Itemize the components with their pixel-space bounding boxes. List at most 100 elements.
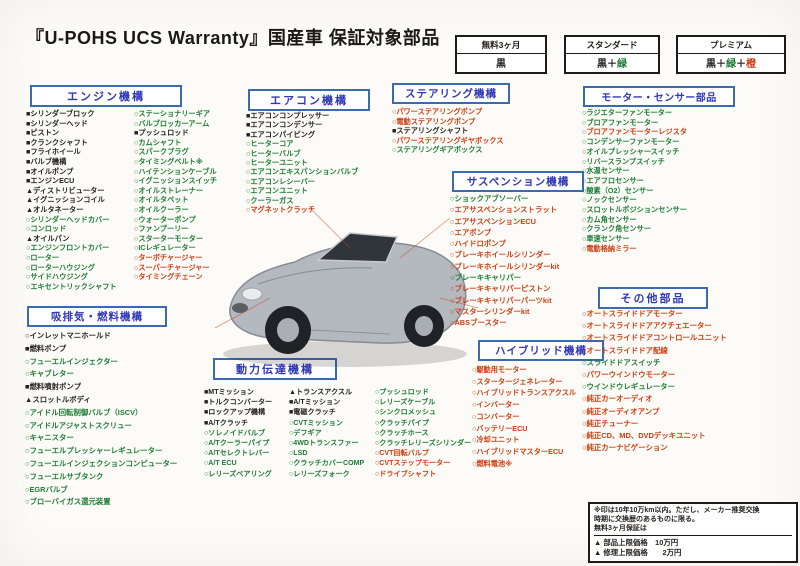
part-item: ○インバーター <box>472 400 520 410</box>
part-item: ▲オイルパン <box>26 233 70 243</box>
part-item: ■エンジンECU <box>26 176 75 186</box>
part-item: ○車速センサー <box>582 234 630 244</box>
part-item: ○ショックアブソーバー <box>450 194 529 203</box>
note-text: ※印は10年10万km以内。ただし、メーカー推奨交換時期に交換歴のあるものに限る… <box>594 507 792 533</box>
part-item: ○ターボチャージャー <box>134 252 203 262</box>
part-item: ○クランク角センサー <box>582 224 652 234</box>
part-item: ○ハイテンションケーブル <box>134 166 217 176</box>
note-limits: ▲ 部品上限価格 10万円▲ 修理上限価格 2万円 <box>594 535 792 558</box>
engine-parts-column-1: ■シリンダーブロック■シリンダーヘッド■ピストン■クランクシャフト■フライホイー… <box>26 109 117 291</box>
legend-value-part: 黒 <box>496 59 506 70</box>
part-item: ■エアコンコンデンサー <box>246 120 323 130</box>
part-item: ○ウインドウレギュレーター <box>582 382 676 392</box>
part-item: ○A/T ECU <box>204 459 237 468</box>
part-item: ○アイドル回転制御バルブ（ISCV） <box>25 407 143 417</box>
legend-value: 黒＋緑 <box>566 54 658 72</box>
part-item: ■オイルポンプ <box>26 166 74 176</box>
part-item: ○純正CD、MD、DVDデッキユニット <box>582 431 706 441</box>
transmission-parts-column-2: ▲トランスアクスル■A/Tミッション■電磁クラッチ○CVTミッション○デフギア○… <box>289 387 364 479</box>
part-item: ○フューエルインジェクションコンピューター <box>25 458 178 468</box>
part-item: ○キャニスター <box>25 433 74 443</box>
part-item: ○ICレギュレーター <box>134 243 196 253</box>
part-item: ○シリンダーヘッドカバー <box>26 214 110 224</box>
part-item: ○電動格納ミラー <box>582 243 637 253</box>
part-item: ○オートスライドドアコントロールユニット <box>582 333 727 343</box>
part-item: ○エアコンエキスパンションバルブ <box>246 167 359 177</box>
part-item: ○オイルストレーナー <box>134 185 204 195</box>
part-item: ○スロットルポジションセンサー <box>582 205 687 215</box>
part-item: ○フューエルサブタンク <box>25 471 104 481</box>
part-item: ○クラッチカバーCOMP <box>289 459 365 468</box>
part-item: ○オイルプレッシャースイッチ <box>582 146 680 156</box>
part-item: ○酸素（O2）センサー <box>582 185 654 195</box>
part-item: ■A/Tクラッチ <box>204 418 249 427</box>
engine-parts-column-2: ○ステーショナリーギア○バルブロッカーアーム■プッシュロッド○カムシャフト○スパ… <box>134 109 217 282</box>
part-item: ○カムシャフト <box>134 137 182 147</box>
part-item: ○オイルクーラー <box>134 204 189 214</box>
legend-value-part: 黒 <box>706 59 716 70</box>
motor-sensor-parts-list: ○ラジエターファンモーター○ブロアファンモーター○ブロアファンモーターレジスタ○… <box>582 108 687 254</box>
legend-label: スタンダード <box>566 37 658 54</box>
part-item: ▲イグニッションコイル <box>26 195 105 205</box>
part-item: ○オートスライドドア配線 <box>582 345 668 355</box>
part-item: ○純正カーナビゲーション <box>582 443 668 453</box>
other-parts-list: ○オートスライドドアモーター ○オートスライドドアアクチェエーター ○オートスライド… <box>582 308 727 454</box>
part-item: ○ウォーターポンプ <box>134 214 196 224</box>
suspension-parts-list: ○ショックアブソーバー○エアサスペンションストラット○エアサスペンションECU○… <box>450 193 559 329</box>
aircon-parts-list: ■エアコンコンプレッサー■エアコンコンデンサー■エアコンパイピング○ヒーターコア… <box>246 111 358 214</box>
note-box: ※印は10年10万km以内。ただし、メーカー推奨交換時期に交換歴のあるものに限る… <box>588 502 798 564</box>
part-item: ○ヒーターコア <box>246 139 294 149</box>
part-item: ○リバースランプスイッチ <box>582 156 665 166</box>
part-item: ○オートスライドドアアクチェエーター <box>582 321 712 331</box>
part-item: ○バルブロッカーアーム <box>134 118 210 128</box>
part-item: ○ハイブリッドトランスアクスル <box>472 388 577 398</box>
transmission-parts-column-3: ○プッシュロッド○レリーズケーブル○シンクロメッシュ○クラッチパイプ○クラッチホ… <box>375 387 471 479</box>
part-item: ○カム角センサー <box>582 214 637 224</box>
part-item: ○燃料電池※ <box>472 458 513 468</box>
transmission-parts-column-1: ■MTミッション■トルクコンバーター■ロックアップ機構■A/Tクラッチ○ソレノイ… <box>204 387 272 479</box>
part-item: ○フューエルプレッシャーレギュレーター <box>25 446 163 456</box>
part-item: ○ノックセンサー <box>582 195 637 205</box>
part-item: ○ブレーキホイールシリンダー <box>450 250 551 260</box>
part-item: ■電磁クラッチ <box>289 408 336 417</box>
part-item: ○クーラーガス <box>246 195 294 205</box>
car-photo <box>214 207 479 367</box>
section-title-aircon: エアコン機構 <box>248 89 370 111</box>
part-item: ○スパークプラグ <box>134 147 189 157</box>
part-item: ○EGRバルブ <box>25 484 68 494</box>
part-item: ○パワーウインドウモーター <box>582 370 676 380</box>
part-item: ○クラッチレリーズシリンダー <box>375 439 472 448</box>
steering-parts-list: ○パワーステアリングポンプ○電動ステアリングポンプ■ステアリングシャフト○パワー… <box>392 107 504 155</box>
part-item: ○オートスライドドアモーター <box>582 309 683 318</box>
part-item: ○シンクロメッシュ <box>375 408 437 417</box>
part-item: ○ブローバイガス還元装置 <box>25 497 111 507</box>
legend-value: 黒＋緑＋橙 <box>678 54 784 72</box>
part-item: ○エアポンプ <box>450 227 492 237</box>
legend-value: 黒 <box>457 54 545 72</box>
section-title-motor-sensor: モーター・センサー部品 <box>583 86 735 107</box>
part-item: ■A/Tミッション <box>289 398 341 407</box>
part-item: ○4WDトランスファー <box>289 439 359 448</box>
part-item: ○パワーステアリングポンプ <box>392 107 483 116</box>
part-item: 無料3ヶ月保証は <box>594 524 647 532</box>
part-item: ○エアサスペンションストラット <box>450 205 558 215</box>
legend-free-3month: 無料3ヶ月 黒 <box>455 35 547 74</box>
part-item: ■トルクコンバーター <box>204 398 273 407</box>
part-item: ○アイドルアジャストスクリュー <box>25 420 132 430</box>
intake-fuel-parts-list: ○インレットマニホールド■燃料ポンプ○フューエルインジェクター○キャブレター■燃… <box>25 330 177 509</box>
part-item: ○レリーズフォーク <box>289 469 350 478</box>
part-item: ▲ 部品上限価格 10万円 <box>594 538 679 548</box>
part-item: ○純正カーオーディオ <box>582 394 653 404</box>
part-item: ○サイドハウジング <box>26 272 88 282</box>
part-item: ○ローターハウジング <box>26 262 95 272</box>
part-item: ○ABSブースター <box>450 318 507 328</box>
legend-label: プレミアム <box>678 37 784 54</box>
part-item: ○ブロアファンモーターレジスタ <box>582 127 687 137</box>
part-item: ○ブレーキホイールシリンダーkit <box>450 261 560 271</box>
part-item: ○レリーズベアリング <box>204 469 272 478</box>
part-item: ○タイミングチェーン <box>134 272 203 282</box>
part-item: ▲オルタネーター <box>26 204 84 214</box>
part-item: ○ローター <box>26 252 60 262</box>
part-item: ○ブロアファンモーター <box>582 117 659 127</box>
part-item: ■燃料ポンプ <box>25 343 67 353</box>
